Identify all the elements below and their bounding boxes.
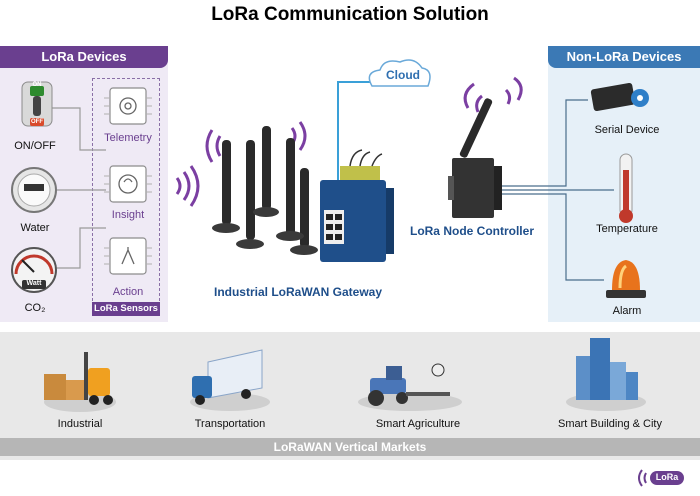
wireless-waves-controller-icon bbox=[463, 76, 523, 113]
node-controller-icon bbox=[448, 98, 502, 218]
lora-devices-header: LoRa Devices bbox=[0, 46, 168, 68]
lora-sensors-label: LoRa Sensors bbox=[92, 302, 160, 316]
smart-agriculture-icon bbox=[358, 363, 462, 411]
serial-device-icon bbox=[590, 82, 649, 112]
industrial-forklift-icon bbox=[44, 352, 116, 412]
device-label-temperature: Temperature bbox=[596, 223, 658, 235]
water-meter-icon bbox=[11, 167, 57, 213]
controller-label: LoRa Node Controller bbox=[409, 224, 534, 238]
cloud-label: Cloud bbox=[386, 68, 420, 82]
transportation-truck-icon bbox=[190, 349, 270, 411]
sensor-label-telemetry: Telemetry bbox=[104, 132, 152, 144]
gateway-device-icon bbox=[320, 149, 394, 262]
market-label-building-city: Smart Building & City bbox=[558, 418, 662, 430]
cloud-icon bbox=[368, 59, 431, 87]
thermometer-icon bbox=[619, 153, 633, 223]
controller-device-connectors bbox=[502, 99, 614, 281]
device-label-co2: CO₂ bbox=[24, 302, 46, 314]
alarm-light-icon bbox=[606, 260, 646, 298]
sensor-label-action: Action bbox=[112, 286, 144, 298]
switch-on-label: ON bbox=[32, 82, 42, 88]
device-label-alarm: Alarm bbox=[612, 305, 642, 317]
market-label-industrial: Industrial bbox=[57, 418, 103, 430]
switch-off-label: OFF bbox=[31, 119, 43, 125]
sensor-glyphs bbox=[118, 97, 138, 265]
co2-gauge-icon bbox=[11, 247, 57, 293]
market-label-agriculture: Smart Agriculture bbox=[375, 418, 461, 430]
on-off-switch-icon bbox=[21, 81, 53, 127]
device-label-water: Water bbox=[20, 222, 50, 234]
device-label-on-off: ON/OFF bbox=[14, 140, 56, 152]
non-lora-devices-header: Non-LoRa Devices bbox=[548, 46, 700, 68]
wireless-waves-left-icon bbox=[175, 165, 200, 207]
cloud-link-line bbox=[337, 81, 370, 188]
antenna-array-icon bbox=[212, 126, 318, 255]
lora-logo-text: LoRa bbox=[655, 472, 679, 482]
sensor-chips bbox=[109, 87, 147, 275]
lora-logo-waves-icon bbox=[638, 469, 684, 487]
smart-building-city-icon bbox=[566, 338, 646, 411]
device-label-serial: Serial Device bbox=[594, 124, 660, 136]
sensor-label-insight: Insight bbox=[111, 209, 145, 221]
vertical-markets-title: LoRaWAN Vertical Markets bbox=[0, 438, 700, 456]
device-sensor-connectors bbox=[50, 107, 106, 269]
lora-logo: LoRa bbox=[636, 466, 688, 490]
chip-pins bbox=[104, 97, 152, 265]
gauge-unit-label: Watt bbox=[26, 280, 42, 287]
gateway-label: Industrial LoRaWAN Gateway bbox=[213, 285, 383, 299]
page-title: LoRa Communication Solution bbox=[211, 4, 489, 25]
market-label-transportation: Transportation bbox=[194, 418, 266, 430]
